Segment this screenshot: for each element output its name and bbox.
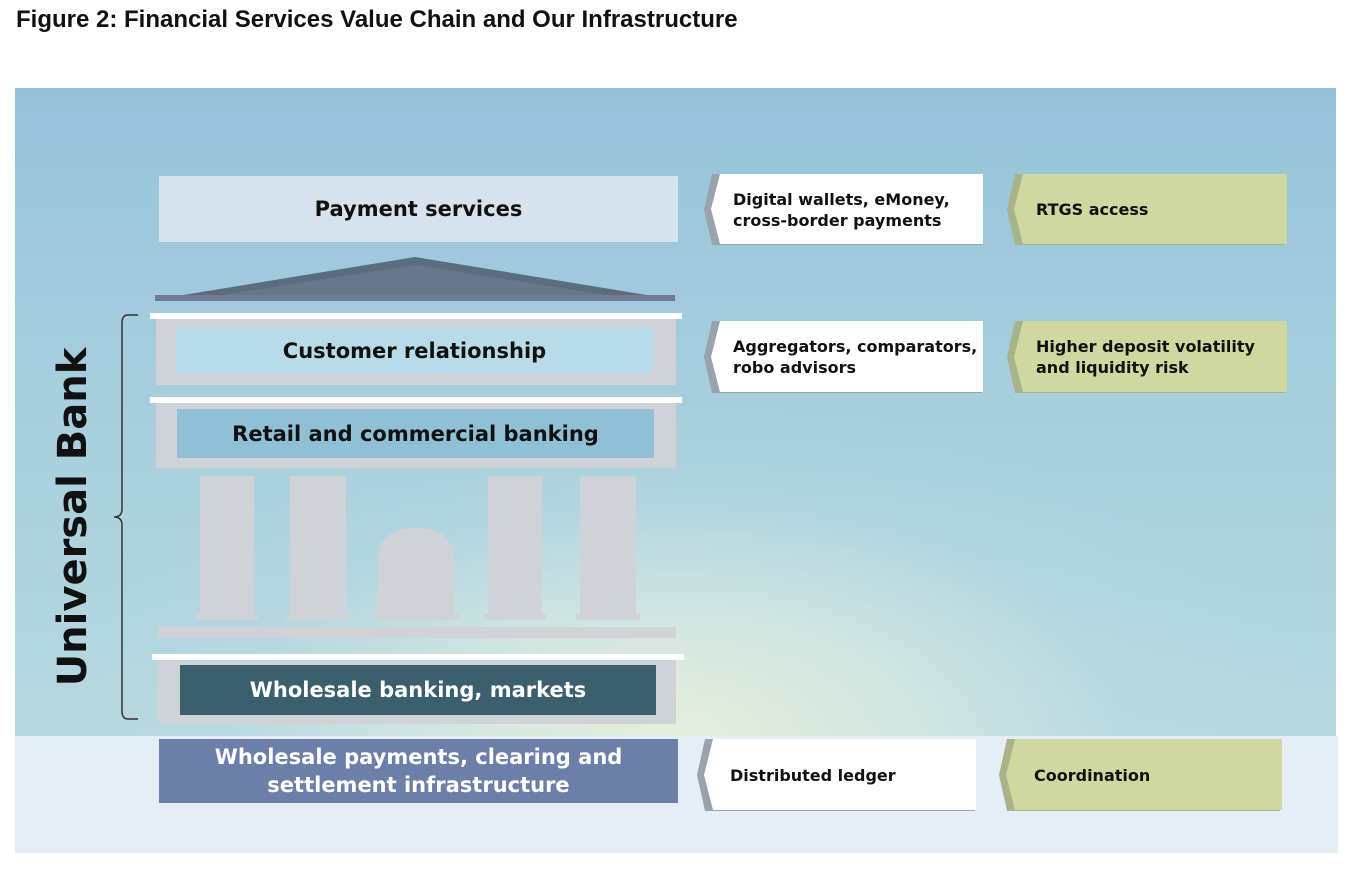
- infrastructure-label: Higher deposit volatility and liquidity …: [1036, 337, 1255, 377]
- slab-top: [150, 313, 682, 319]
- disruptor-tag-payments: Digital wallets, eMoney, cross-border pa…: [704, 174, 984, 245]
- infrastructure-box: Wholesale payments, clearing and settlem…: [159, 739, 678, 803]
- universal-bank-bracket: [113, 314, 138, 720]
- universal-bank-label: Universal Bank: [50, 347, 96, 687]
- infrastructure-tag-rtgs: RTGS access: [1007, 174, 1287, 245]
- slab-middle: [150, 397, 682, 403]
- disruptor-label: Distributed ledger: [730, 765, 896, 785]
- slab-bottom: [152, 654, 684, 660]
- disruptor-tag-customer: Aggregators, comparators, robo advisors: [704, 321, 984, 393]
- bank-roof: [155, 257, 675, 301]
- disruptor-label: Digital wallets, eMoney, cross-border pa…: [733, 189, 950, 230]
- payment-services-box: Payment services: [159, 176, 678, 242]
- wholesale-banking-box: Wholesale banking, markets: [180, 665, 656, 715]
- infrastructure-label: RTGS access: [1036, 200, 1149, 219]
- retail-commercial-box: Retail and commercial banking: [177, 409, 654, 458]
- disruptor-label: Aggregators, comparators, robo advisors: [733, 337, 978, 377]
- infrastructure-label: Coordination: [1034, 765, 1151, 785]
- customer-relationship-box: Customer relationship: [176, 327, 653, 374]
- figure-title: Figure 2: Financial Services Value Chain…: [16, 6, 738, 33]
- infrastructure-tag-coordination: Coordination: [999, 739, 1282, 811]
- bank-columns: [158, 476, 676, 638]
- infrastructure-tag-deposit: Higher deposit volatility and liquidity …: [1007, 321, 1287, 393]
- disruptor-tag-infrastructure: Distributed ledger: [697, 739, 977, 811]
